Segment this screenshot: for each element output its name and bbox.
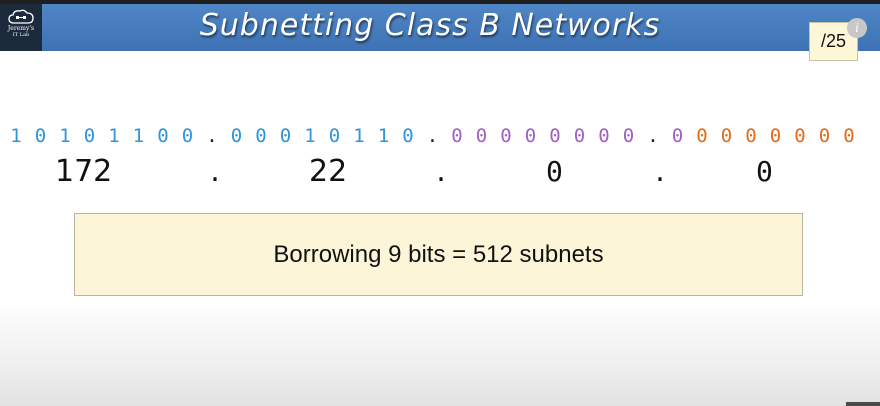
decimal-octet-4: 0 — [756, 155, 773, 188]
bit-2-4: 1 — [304, 125, 316, 147]
bit-4-4: 0 — [745, 125, 757, 147]
bit-3-5: 0 — [549, 125, 561, 147]
window-top-edge — [0, 0, 880, 4]
bit-2-6: 1 — [353, 125, 365, 147]
slide-title: Subnetting Class B Networks — [199, 8, 661, 43]
decimal-octet-3: 0 — [546, 155, 563, 188]
bit-3-8: 0 — [622, 125, 635, 147]
bit-1-1: 1 — [10, 125, 22, 147]
bit-3-1: 0 — [451, 125, 463, 147]
bit-1-2: 0 — [34, 125, 47, 147]
jeremys-it-lab-logo: Jeremy's IT Lab — [0, 4, 42, 51]
bit-4-3: 0 — [720, 125, 733, 147]
bit-2-3: 0 — [279, 125, 292, 147]
bit-3-3: 0 — [500, 125, 512, 147]
logo-line-2: IT Lab — [12, 32, 30, 38]
logo-line-1: Jeremy's — [7, 25, 35, 32]
bit-1-5: 1 — [108, 125, 120, 147]
slide-header-bar — [0, 4, 880, 51]
bit-3-4: 0 — [524, 125, 537, 147]
bit-3-6: 0 — [573, 125, 586, 147]
bit-2-1: 0 — [230, 125, 243, 147]
bit-1-6: 1 — [132, 125, 145, 147]
decimal-octet-2: 22 — [309, 154, 348, 189]
player-control-edge — [846, 402, 880, 406]
bit-1-3: 1 — [59, 125, 71, 147]
decimal-dot-2: . — [436, 154, 446, 189]
info-icon[interactable]: i — [847, 18, 867, 38]
bit-3-2: 0 — [475, 125, 488, 147]
decimal-dot-3: . — [655, 154, 665, 189]
bit-1-7: 0 — [157, 125, 169, 147]
bit-2-8: 0 — [402, 125, 414, 147]
binary-separator-dot: . — [426, 125, 439, 147]
bit-4-6: 0 — [794, 125, 806, 147]
subnet-summary-callout: Borrowing 9 bits = 512 subnets — [74, 213, 803, 296]
bit-4-5: 0 — [769, 125, 782, 147]
bit-4-2: 0 — [696, 125, 708, 147]
binary-separator-dot: . — [206, 125, 218, 147]
bit-2-2: 0 — [255, 125, 267, 147]
binary-separator-dot: . — [647, 125, 659, 147]
cloud-network-icon — [8, 9, 34, 24]
bit-2-7: 1 — [377, 125, 390, 147]
bit-1-4: 0 — [83, 125, 96, 147]
bit-4-7: 0 — [818, 125, 831, 147]
decimal-dot-1: . — [210, 154, 220, 189]
bit-4-8: 0 — [843, 125, 855, 147]
decimal-octet-1: 172 — [55, 154, 113, 189]
bit-4-1: 0 — [671, 125, 684, 147]
bit-1-8: 0 — [181, 125, 194, 147]
bit-3-7: 0 — [598, 125, 610, 147]
bit-2-5: 0 — [328, 125, 341, 147]
